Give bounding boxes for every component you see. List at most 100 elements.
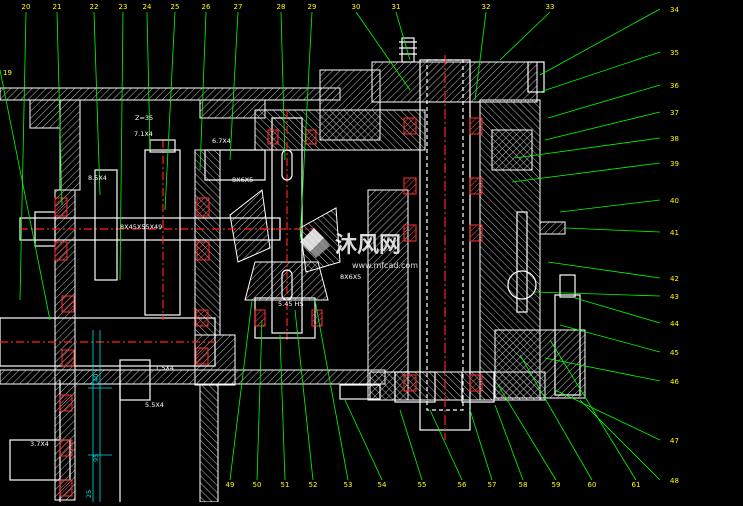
column-top-cap	[371, 61, 538, 103]
callout-53: 53	[344, 481, 353, 489]
leader-line	[119, 11, 124, 281]
lower-base	[0, 369, 386, 385]
leader-line	[497, 384, 557, 481]
label-key-d: 1.5X4	[155, 364, 174, 372]
callout-52: 52	[309, 481, 318, 489]
callout-31: 31	[392, 3, 401, 11]
callout-37: 37	[670, 109, 679, 117]
callout-30: 30	[352, 3, 361, 11]
leader-line	[544, 357, 661, 382]
top-nut	[401, 37, 415, 63]
leader-line	[280, 11, 286, 161]
callout-48: 48	[670, 477, 679, 485]
callout-43: 43	[670, 293, 679, 301]
leader-line	[539, 51, 661, 93]
lever-bracket	[539, 221, 566, 235]
leader-line	[544, 111, 661, 141]
leader-line	[511, 162, 661, 183]
top-housing-web	[59, 99, 81, 191]
callout-58: 58	[519, 481, 528, 489]
label-bevel: Z=35	[135, 114, 153, 122]
leader-line	[547, 261, 661, 279]
annotations: 7.1X4 8.5X4 6.7X4 8X6X5 8X45X55X49 8X6X5…	[30, 114, 361, 498]
gear-left	[94, 169, 118, 281]
callout-50: 50	[253, 481, 262, 489]
leader-line	[279, 334, 286, 481]
leader-line	[559, 324, 661, 353]
leader-line	[499, 11, 551, 61]
leader-line	[469, 409, 493, 481]
leader-line	[294, 309, 314, 481]
lever-rod	[516, 211, 528, 313]
leader-line	[399, 409, 423, 481]
callout-38: 38	[670, 135, 679, 143]
callout-32: 32	[482, 3, 491, 11]
dim-vertical-2: 95	[92, 454, 100, 462]
callout-29: 29	[308, 3, 317, 11]
top-housing-plate-left	[29, 99, 61, 129]
top-housing-plate	[0, 87, 341, 101]
callout-44: 44	[670, 320, 679, 328]
callout-42: 42	[670, 275, 679, 283]
label-key-b: 8.5X4	[88, 174, 107, 182]
callout-23: 23	[119, 3, 128, 11]
callout-57: 57	[488, 481, 497, 489]
leader-line	[574, 297, 661, 324]
leader-line	[314, 299, 349, 481]
callout-35: 35	[670, 49, 679, 57]
watermark: 沐风网 www.mfcad.com	[300, 228, 418, 270]
callout-19: 19	[3, 69, 12, 77]
leader-line	[199, 11, 207, 171]
right-base	[494, 329, 586, 399]
lever-plate	[554, 294, 581, 396]
callout-28: 28	[277, 3, 286, 11]
label-key-a: 7.1X4	[134, 130, 153, 138]
callout-27: 27	[234, 3, 243, 11]
leader-line	[554, 389, 661, 441]
lower-collar	[394, 371, 436, 403]
bearings	[54, 117, 483, 497]
dim-vertical-1: 140	[92, 374, 100, 386]
callout-59: 59	[552, 481, 561, 489]
label-spline-lower: 8X6X5	[340, 273, 361, 281]
right-gear-block	[491, 129, 533, 171]
callout-56: 56	[458, 481, 467, 489]
leader-line	[547, 84, 661, 119]
leader-line	[229, 11, 239, 161]
leader-line	[539, 8, 661, 76]
leader-line	[229, 299, 253, 481]
leader-line	[344, 399, 383, 481]
leader-line	[164, 11, 176, 211]
callout-51: 51	[281, 481, 290, 489]
leader-line	[429, 409, 463, 481]
lower-left-web	[199, 383, 219, 503]
leader-line	[519, 354, 593, 481]
leader-line	[146, 11, 151, 151]
leader-line	[579, 399, 661, 481]
callout-34: 34	[670, 6, 679, 14]
leader-line	[56, 11, 63, 206]
callout-49: 49	[226, 481, 235, 489]
leader-line	[93, 11, 101, 196]
top-right-screw	[527, 61, 545, 93]
gear-right	[204, 149, 266, 181]
callout-26: 26	[202, 3, 211, 11]
leader-line	[0, 69, 51, 321]
leader-line	[19, 11, 27, 301]
leader-line	[256, 319, 263, 481]
callout-21: 21	[53, 3, 62, 11]
label-spline-mid: 8X45X55X49	[120, 223, 162, 231]
column-housing-left	[367, 189, 409, 401]
leader-line	[534, 291, 661, 297]
label-spline-top: 8X6X5	[232, 176, 253, 184]
lower-collar-2	[461, 371, 495, 403]
callout-60: 60	[588, 481, 597, 489]
callout-61: 61	[632, 481, 641, 489]
callout-22: 22	[90, 3, 99, 11]
callout-40: 40	[670, 197, 679, 205]
leader-line	[564, 227, 661, 233]
leader-line	[494, 404, 524, 481]
